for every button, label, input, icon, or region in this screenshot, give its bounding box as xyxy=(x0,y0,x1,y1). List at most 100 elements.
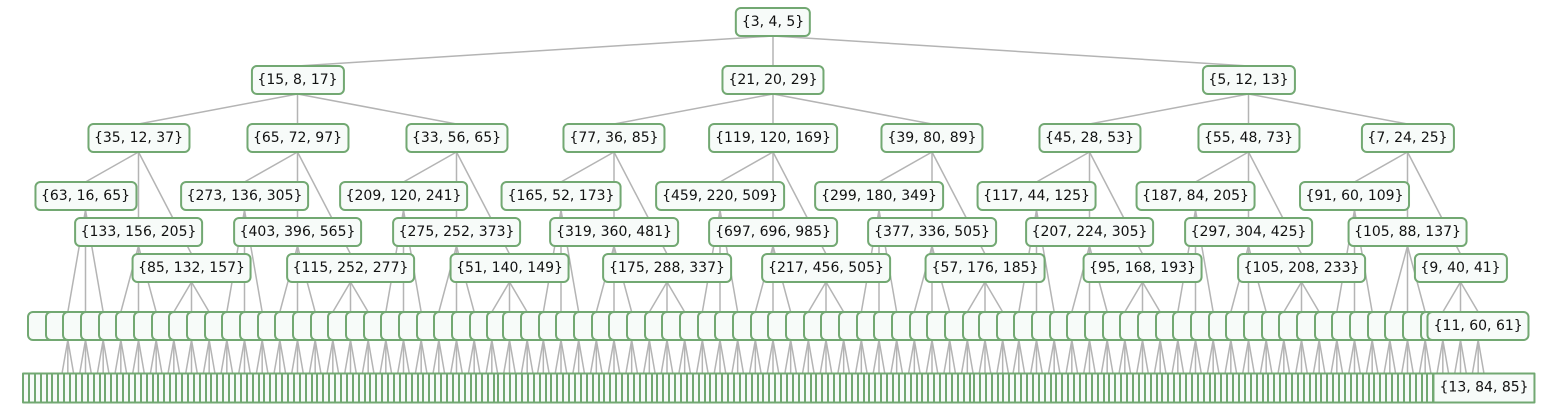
tree-edge xyxy=(297,35,774,67)
tree-edge xyxy=(1135,339,1144,375)
tree-edge xyxy=(731,339,739,375)
tree-edge xyxy=(332,281,352,313)
tree-edge xyxy=(1354,151,1408,183)
tree-edge xyxy=(78,339,87,375)
tree-edge xyxy=(1088,339,1097,375)
tree-edge xyxy=(184,339,193,375)
tree-edge xyxy=(190,339,199,375)
tree-edge xyxy=(807,281,827,313)
tree-edge xyxy=(1177,339,1185,375)
tree-edge xyxy=(1029,339,1038,375)
tree-edge xyxy=(895,339,904,375)
tree-edge xyxy=(630,339,639,375)
tree-edge xyxy=(1230,339,1238,375)
tree-edge xyxy=(85,151,139,183)
tree-edge xyxy=(666,281,686,313)
tree-edge xyxy=(1365,339,1373,375)
tree-edge xyxy=(167,339,175,375)
tree-edge xyxy=(455,339,464,375)
tree-edge xyxy=(403,151,457,183)
tree-edge xyxy=(1477,339,1485,375)
tree-edge xyxy=(907,339,916,375)
triple-node: {115, 252, 277} xyxy=(285,253,416,283)
tree-edge xyxy=(131,339,140,375)
tree-edge xyxy=(625,339,633,375)
tree-edge xyxy=(1436,339,1444,375)
triple-node: {45, 28, 53} xyxy=(1037,123,1142,153)
tree-edge xyxy=(984,339,992,375)
tree-edge xyxy=(297,93,457,125)
tree-edge xyxy=(1259,339,1267,375)
tree-edge xyxy=(343,339,352,375)
tree-edge xyxy=(1012,339,1020,375)
tree-edge xyxy=(560,339,568,375)
tree-edge xyxy=(1124,281,1144,313)
tree-edge xyxy=(1459,339,1468,375)
tree-edge xyxy=(607,339,615,375)
tree-edge xyxy=(1424,339,1432,375)
tree-edge xyxy=(173,281,193,313)
tree-edge xyxy=(1312,339,1320,375)
tree-edge xyxy=(114,339,122,375)
tree-edge xyxy=(554,339,562,375)
tree-edge xyxy=(1118,339,1126,375)
triple-node: {105, 208, 233} xyxy=(1236,253,1367,283)
tree-edge xyxy=(854,339,863,375)
tree-edge xyxy=(766,339,774,375)
tree-edge xyxy=(825,281,845,313)
tree-edge xyxy=(1100,339,1108,375)
tree-edge xyxy=(326,339,334,375)
tree-edge xyxy=(420,339,428,375)
tree-edge xyxy=(1241,339,1250,375)
tree-edge xyxy=(332,339,340,375)
tree-edge xyxy=(1300,339,1309,375)
tree-edge xyxy=(1383,339,1391,375)
tree-edge xyxy=(349,339,358,375)
tree-edge xyxy=(678,339,686,375)
triple-node: {57, 176, 185} xyxy=(924,253,1046,283)
triple-node: {85, 132, 157} xyxy=(131,253,252,283)
tree-edge xyxy=(438,339,446,375)
tree-edge xyxy=(613,339,621,375)
tree-edge xyxy=(789,339,798,375)
triple-node: {7, 24, 25} xyxy=(1360,123,1455,153)
tree-edge xyxy=(361,339,369,375)
tree-edge xyxy=(1371,339,1379,375)
tree-edge xyxy=(402,339,411,375)
tree-edge xyxy=(1353,339,1362,375)
tree-edge xyxy=(1206,339,1214,375)
tree-edge xyxy=(396,339,405,375)
triple-node: {33, 56, 65} xyxy=(404,123,509,153)
tree-edge xyxy=(314,339,322,375)
tree-edge xyxy=(719,151,774,183)
tree-edge xyxy=(736,339,745,375)
triple-node: {21, 20, 29} xyxy=(721,65,825,95)
tree-edge xyxy=(508,339,517,375)
tree-edge xyxy=(648,281,668,313)
tree-edge xyxy=(491,281,511,313)
tree-edge xyxy=(642,339,651,375)
tree-edge xyxy=(308,339,316,375)
triple-node: {91, 60, 109} xyxy=(1298,181,1411,211)
tree-edge xyxy=(1053,339,1061,375)
tree-edge xyxy=(695,339,704,375)
tree-edge xyxy=(190,281,210,313)
tree-edge xyxy=(878,151,933,183)
triple-node: {63, 16, 65} xyxy=(33,181,138,211)
tree-edge xyxy=(290,339,299,375)
tree-edge xyxy=(572,339,580,375)
triple-node: {187, 84, 205} xyxy=(1135,181,1256,211)
tree-edge xyxy=(491,339,499,375)
tree-edge xyxy=(701,339,709,375)
tree-edge xyxy=(589,339,598,375)
tree-edge xyxy=(1188,339,1197,375)
tree-edge xyxy=(1071,339,1079,375)
triple-node: {15, 8, 17} xyxy=(250,65,345,95)
tree-edge xyxy=(1453,339,1462,375)
triple-node: {207, 224, 305} xyxy=(1024,217,1155,247)
tree-edge xyxy=(754,339,762,375)
tree-edge xyxy=(825,339,833,375)
tree-edge xyxy=(61,339,69,375)
tree-edge xyxy=(960,339,969,375)
